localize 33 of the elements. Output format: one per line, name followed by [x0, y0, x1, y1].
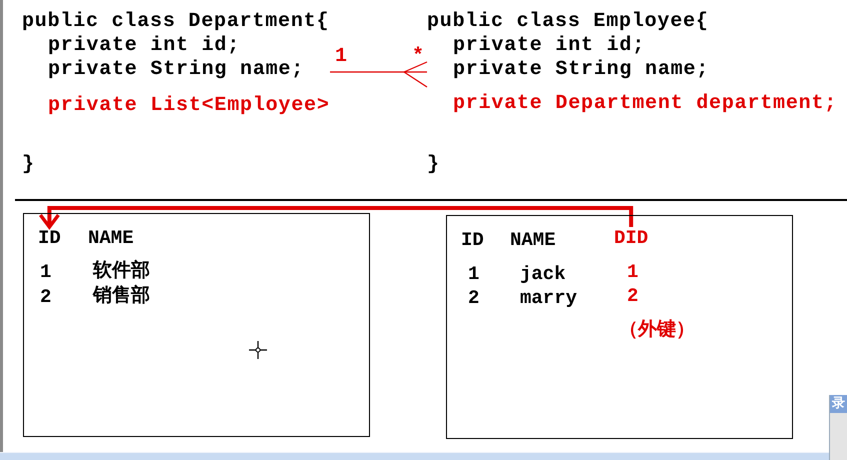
column-header: NAME	[88, 227, 134, 249]
table-box	[446, 215, 793, 439]
field-declaration: private String name;	[453, 58, 710, 82]
foreign-key-arrow	[38, 206, 634, 229]
field-declaration: private int id;	[453, 34, 646, 58]
class-declaration: public class Employee{	[427, 10, 709, 34]
table-cell: 1	[627, 261, 638, 283]
column-header: NAME	[510, 229, 556, 251]
field-declaration: private String name;	[48, 58, 304, 82]
field-declaration: private List<Employee>	[48, 94, 330, 118]
table-cell: jack	[520, 263, 566, 285]
closing-brace: }	[427, 153, 440, 177]
multiplicity-label: *	[412, 46, 424, 68]
table-cell: 2	[627, 285, 638, 307]
column-header: DID	[614, 227, 648, 249]
multiplicity-label: 1	[335, 46, 348, 68]
column-header: ID	[38, 227, 61, 249]
table-cell: 2	[40, 286, 52, 308]
column-header: ID	[461, 229, 484, 251]
field-declaration: private int id;	[48, 34, 240, 58]
table-cell: 软件部	[93, 260, 150, 282]
class-declaration: public class Department{	[22, 10, 330, 34]
field-declaration: private Department department;	[453, 92, 838, 116]
table-cell: 销售部	[93, 285, 150, 307]
table-box	[23, 213, 370, 437]
table-cell: marry	[520, 287, 578, 309]
closing-brace: }	[22, 153, 35, 177]
window-title: 录	[832, 396, 845, 411]
table-cell: 1	[468, 263, 480, 285]
foreign-key-note: （外键）	[619, 319, 695, 341]
association-line	[330, 61, 428, 88]
table-cell: 1	[40, 261, 52, 283]
table-cell: 2	[468, 287, 480, 309]
